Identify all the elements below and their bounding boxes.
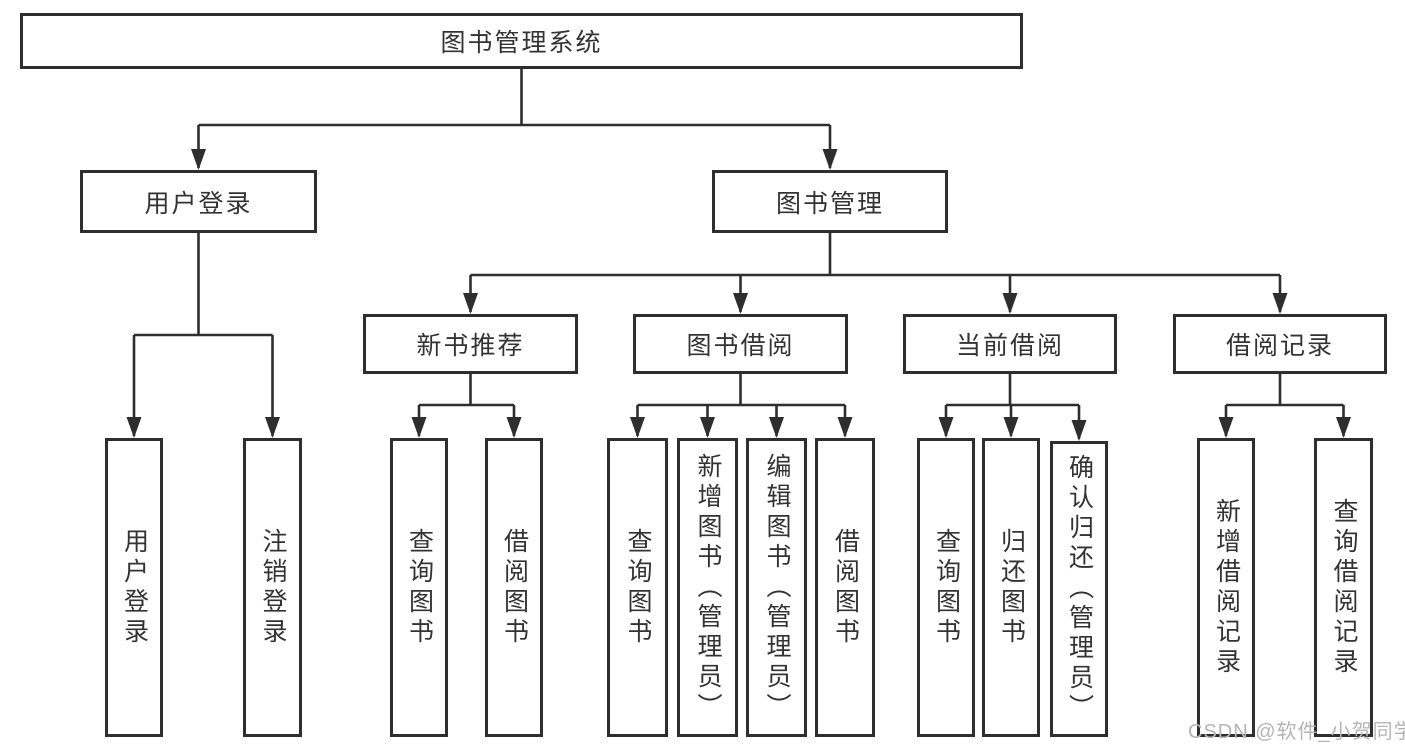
node-user-login-module: 用户登录: [80, 170, 317, 233]
arrowhead-icon: [506, 417, 522, 438]
leaf-borrow-books: 借阅图书: [815, 438, 875, 737]
node-label: 查询图书: [624, 527, 652, 648]
node-label: 新增借阅记录: [1212, 497, 1241, 678]
node-label: 图书借阅: [686, 332, 795, 360]
node-book-borrow: 图书借阅: [633, 314, 848, 374]
arrowhead-icon: [938, 417, 954, 438]
arrowhead-icon: [837, 417, 853, 438]
node-label: 新增图书（管理员）: [694, 452, 722, 723]
arrowhead-icon: [411, 417, 427, 438]
leaf-add-borrow-record: 新增借阅记录: [1197, 438, 1255, 737]
leaf-edit-books-admin: 编辑图书（管理员）: [746, 438, 807, 737]
leaf-logout: 注销登录: [243, 438, 302, 737]
arrowhead-icon: [769, 417, 784, 438]
arrowhead-icon: [733, 293, 748, 314]
arrowhead-icon: [1336, 417, 1351, 438]
leaf-query-books: 查询图书: [917, 438, 975, 737]
leaf-add-books-admin: 新增图书（管理员）: [677, 438, 738, 737]
node-current-borrow: 当前借阅: [903, 314, 1117, 374]
node-label: 注销登录: [259, 527, 287, 648]
leaf-user-login: 用户登录: [105, 438, 163, 737]
arrowhead-icon: [700, 417, 715, 438]
arrowhead-icon: [463, 293, 478, 314]
node-label: 当前借阅: [955, 332, 1064, 360]
arrowhead-icon: [1071, 420, 1087, 441]
node-label: 查询图书: [932, 527, 961, 648]
node-label: 图书管理: [775, 189, 884, 218]
node-label: 编辑图书（管理员）: [763, 452, 791, 723]
arrowhead-icon: [822, 149, 838, 170]
connector-path: [132, 69, 1345, 439]
arrowhead-icon: [1218, 417, 1234, 438]
node-label: 确认归还（管理员）: [1065, 454, 1094, 724]
node-new-book-recommend: 新书推荐: [363, 314, 578, 374]
arrowhead-icon: [265, 417, 280, 438]
arrowhead-icon: [1003, 417, 1019, 438]
arrowhead-icon: [126, 417, 142, 438]
leaf-query-books: 查询图书: [607, 438, 668, 737]
node-label: 用户登录: [120, 527, 149, 648]
arrowhead-icon: [1002, 293, 1018, 314]
node-label: 借阅图书: [831, 527, 860, 648]
leaf-query-borrow-record: 查询借阅记录: [1314, 438, 1373, 737]
arrowhead-icon: [191, 149, 206, 170]
watermark: CSDN @软件_小贺同学: [1188, 721, 1405, 743]
leaf-query-books: 查询图书: [390, 438, 448, 737]
node-label: 查询图书: [405, 527, 434, 648]
node-label: 用户登录: [144, 189, 253, 218]
node-label: 归还图书: [997, 527, 1026, 648]
node-library-system: 图书管理系统: [20, 13, 1023, 69]
node-label: 新书推荐: [416, 332, 525, 360]
node-borrow-records: 借阅记录: [1173, 314, 1387, 374]
node-label: 查询借阅记录: [1330, 497, 1358, 678]
leaf-confirm-return-admin: 确认归还（管理员）: [1050, 441, 1108, 737]
arrowheads: [126, 149, 1351, 441]
arrowhead-icon: [630, 417, 645, 438]
node-label: 图书管理系统: [440, 29, 603, 57]
node-book-management: 图书管理: [712, 170, 948, 233]
leaf-borrow-books: 借阅图书: [485, 438, 543, 737]
leaf-return-books: 归还图书: [982, 438, 1040, 737]
node-label: 借阅图书: [500, 527, 529, 648]
arrowhead-icon: [1272, 293, 1288, 314]
node-label: 借阅记录: [1225, 332, 1334, 360]
